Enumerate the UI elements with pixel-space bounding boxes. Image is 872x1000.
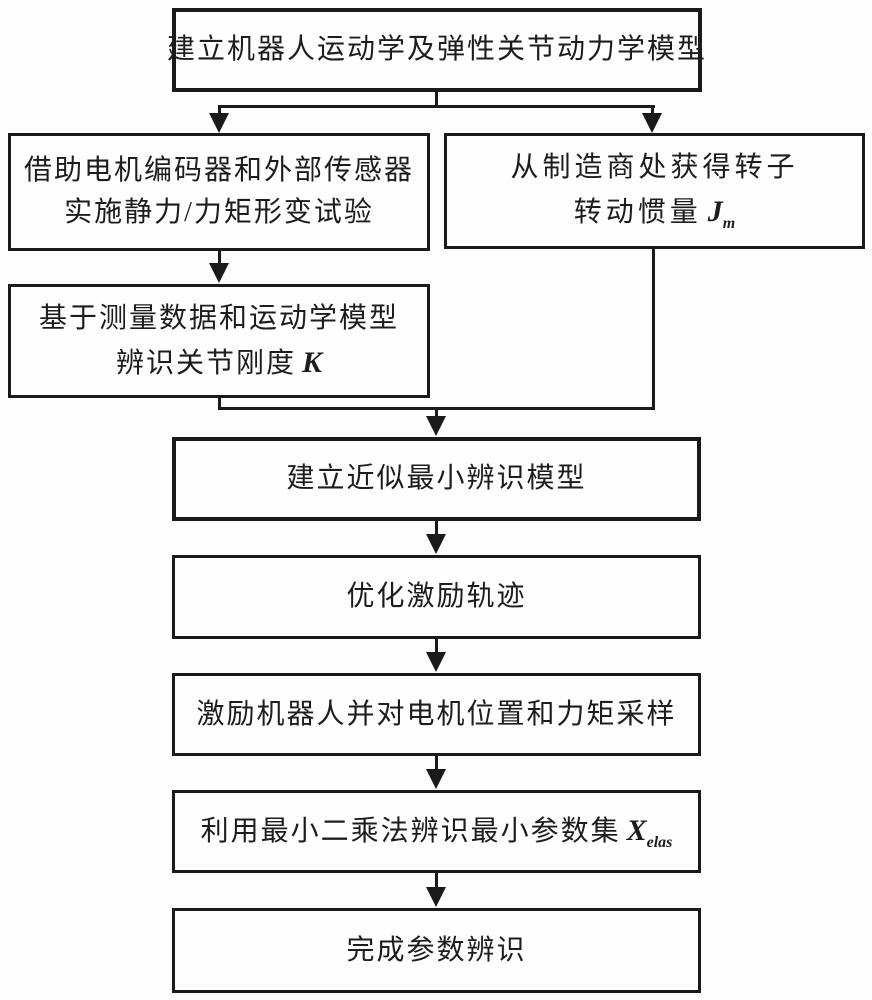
node-text: 建立近似最小辨识模型 bbox=[286, 463, 587, 494]
node-text: 利用最小二乘法辨识最小参数集 bbox=[200, 816, 621, 847]
arrowhead-to-deformation-test bbox=[209, 113, 229, 133]
connector-rotor-drop bbox=[652, 249, 655, 410]
connector-leastsquares-to-complete bbox=[435, 873, 438, 890]
connector-sampling-to-leastsquares bbox=[435, 756, 438, 772]
node-sampling: 激励机器人并对电机位置和力矩采样 bbox=[172, 673, 701, 756]
node-text-line1: 借助电机编码器和外部传感器 bbox=[23, 155, 414, 186]
arrowhead-to-rotor-inertia bbox=[642, 113, 662, 133]
connector-stiffness-stub bbox=[218, 398, 221, 410]
connector-right-branch bbox=[651, 105, 654, 115]
node-text: 激励机器人并对电机位置和力矩采样 bbox=[196, 698, 677, 730]
symbol-X-subscript: elas bbox=[646, 834, 673, 851]
node-text-line1: 从制造商处获得转子 bbox=[510, 151, 799, 183]
node-complete: 完成参数辨识 bbox=[172, 908, 701, 993]
node-excitation-trajectory: 优化激励轨迹 bbox=[172, 555, 701, 639]
connector-merge-stem bbox=[435, 407, 438, 419]
connector-trajectory-to-sampling bbox=[435, 639, 438, 655]
node-text-line2: 实施静力/力矩形变试验 bbox=[64, 197, 374, 228]
symbol-X: X bbox=[626, 814, 647, 847]
node-dynamics-model: 建立机器人运动学及弹性关节动力学模型 bbox=[167, 8, 705, 92]
symbol-J-subscript: m bbox=[722, 214, 736, 232]
arrowhead-to-sampling bbox=[426, 652, 446, 672]
symbol-J: J bbox=[707, 194, 723, 228]
connector-split-bar bbox=[218, 105, 655, 108]
node-text-line1: 基于测量数据和运动学模型 bbox=[38, 302, 399, 334]
node-text: 转动惯量 bbox=[573, 196, 702, 228]
connector-split-stem bbox=[435, 90, 438, 107]
connector-model-to-trajectory bbox=[435, 521, 438, 537]
arrowhead-to-min-identification bbox=[426, 416, 446, 436]
arrowhead-to-least-squares bbox=[426, 769, 446, 789]
arrowhead-to-complete bbox=[426, 887, 446, 907]
symbol-K: K bbox=[302, 345, 323, 379]
node-text: 完成参数辨识 bbox=[346, 934, 527, 966]
arrowhead-to-joint-stiffness bbox=[209, 263, 229, 283]
node-text: 辨识关节刚度 bbox=[115, 347, 296, 379]
node-text: 优化激励轨迹 bbox=[346, 581, 527, 612]
connector-left-branch bbox=[218, 105, 221, 115]
arrowhead-to-trajectory bbox=[426, 534, 446, 554]
node-deformation-test: 借助电机编码器和外部传感器 实施静力/力矩形变试验 bbox=[8, 133, 430, 251]
connector-test-to-stiffness bbox=[218, 251, 221, 267]
node-text: 建立机器人运动学及弹性关节动力学模型 bbox=[167, 34, 708, 65]
node-min-identification-model: 建立近似最小辨识模型 bbox=[172, 437, 701, 521]
